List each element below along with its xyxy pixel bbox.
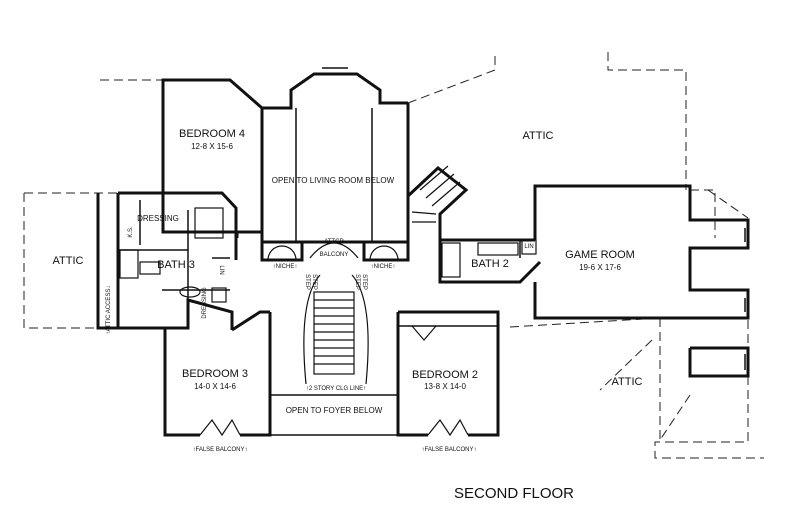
balcony-niches xyxy=(260,240,410,262)
bath-2-label: BATH 2 xyxy=(471,258,509,270)
story-line-label: ↑2 STORY CLG LINE↑ xyxy=(306,386,366,392)
bath-2 xyxy=(438,238,542,284)
dressing-upper-label: DRESSING xyxy=(137,214,179,223)
false-balcony-left: ↑FALSE BALCONY↑ xyxy=(192,447,247,453)
open-foyer xyxy=(270,394,398,436)
step-right-1: STEP xyxy=(354,274,360,290)
attic-left-label: ATTIC xyxy=(53,255,84,267)
step-right-2: STEP xyxy=(361,274,367,290)
attic-access-label: ↑ATTIC ACCESS↓ xyxy=(106,286,112,335)
open-foyer-label: OPEN TO FOYER BELOW xyxy=(286,406,383,415)
attic-small-label: ATTCR xyxy=(324,239,344,245)
attic-dashed-outlines xyxy=(23,52,764,459)
false-balcony-right: ↑FALSE BALCONY↑ xyxy=(421,447,476,453)
step-left-1: STEP xyxy=(304,274,310,290)
niche-left-label: ↑NICHE↑ xyxy=(273,264,298,270)
lin-left-label: LIN xyxy=(218,265,224,274)
attic-right-label: ATTIC xyxy=(612,376,643,388)
niche-right-label: ↑NICHE↑ xyxy=(371,264,396,270)
bedroom-3-name: BEDROOM 3 xyxy=(182,368,248,380)
game-room-name: GAME ROOM xyxy=(565,249,635,261)
game-room xyxy=(533,184,750,378)
stair xyxy=(303,274,369,385)
dressing-lower-label: DRESSING xyxy=(202,287,208,319)
game-room-size: 19-6 X 17-6 xyxy=(579,263,621,272)
open-living-block xyxy=(260,67,410,244)
balcony-label: BALCONY xyxy=(320,252,349,258)
lin-right-label: LIN xyxy=(524,244,533,250)
bedroom-4-size: 12-8 X 15-6 xyxy=(191,142,233,151)
bedroom-2-name: BEDROOM 2 xyxy=(412,369,478,381)
bath-3-label: BATH 3 xyxy=(157,259,195,271)
open-living-label: OPEN TO LIVING ROOM BELOW xyxy=(272,176,395,185)
ks-label: K.S. xyxy=(128,226,134,238)
attic-top-label: ATTIC xyxy=(523,130,554,142)
plan-title: SECOND FLOOR xyxy=(454,485,574,502)
attic-stair xyxy=(406,165,469,240)
bedroom-2 xyxy=(396,310,500,437)
bedroom-3-size: 14-0 X 14-6 xyxy=(194,382,236,391)
bedroom-4-name: BEDROOM 4 xyxy=(179,128,245,140)
bath-3-complex xyxy=(96,191,238,330)
plan-labels: ATTIC ATTIC ATTIC BEDROOM 4 12-8 X 15-6 … xyxy=(53,128,643,502)
step-left-2: STEP xyxy=(311,274,317,290)
bedroom-2-size: 13-8 X 14-0 xyxy=(424,382,466,391)
